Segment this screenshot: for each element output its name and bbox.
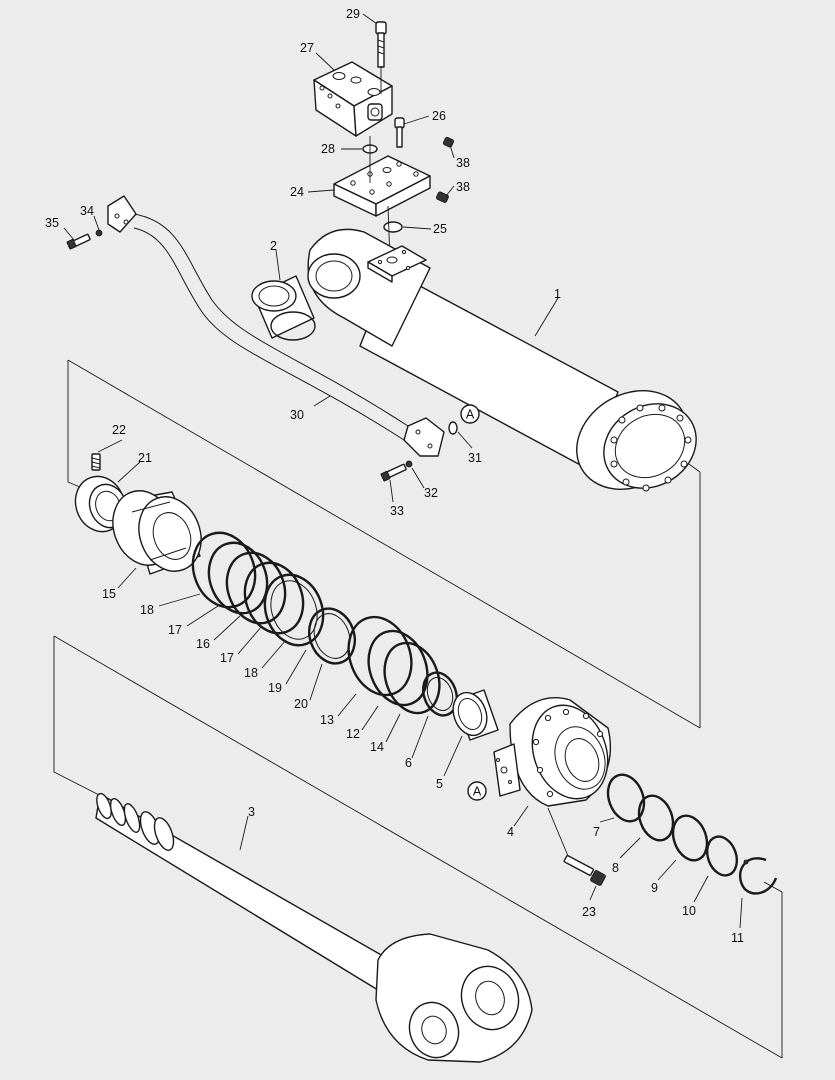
piston-seal-stack <box>191 531 356 665</box>
part-1-cylinder-tube <box>307 228 697 492</box>
callout-5: 5 <box>436 777 443 791</box>
callout-10: 10 <box>682 904 696 918</box>
part-3-piston-rod <box>95 792 533 1063</box>
part-33-bolt <box>380 463 407 482</box>
part-22-set-screw <box>91 453 101 471</box>
part-38-plug-lower <box>436 191 449 203</box>
part-27-valve-block <box>313 61 393 137</box>
head-seal-rings <box>347 615 441 715</box>
callout-34: 34 <box>80 204 94 218</box>
explosion-boundary-lines <box>53 359 783 1059</box>
rod-seals <box>606 773 778 895</box>
callout-16: 16 <box>196 637 210 651</box>
part-30-pipe <box>107 195 445 457</box>
callout-6: 6 <box>405 756 412 770</box>
callout-18-lower: 18 <box>244 666 258 680</box>
callout-21: 21 <box>138 451 152 465</box>
callout-12: 12 <box>346 727 360 741</box>
part-6-ring <box>421 671 459 717</box>
callout-leaders <box>63 13 743 929</box>
callout-23: 23 <box>582 905 596 919</box>
part-15-piston <box>112 490 202 575</box>
callout-33: 33 <box>390 504 404 518</box>
part-35-bolt <box>66 233 91 250</box>
callout-38-lower: 38 <box>456 180 470 194</box>
part-4-rod-cover <box>493 697 612 807</box>
callout-1: 1 <box>554 287 561 301</box>
callout-14: 14 <box>370 740 384 754</box>
reference-mark-a-lower: A <box>467 781 487 801</box>
part-31-o-ring <box>448 421 458 435</box>
callout-17-lower: 17 <box>220 651 234 665</box>
callout-18-upper: 18 <box>140 603 154 617</box>
part-32-washer <box>405 460 413 468</box>
part-34-washer <box>95 229 103 237</box>
callout-25: 25 <box>433 222 447 236</box>
callout-19: 19 <box>268 681 282 695</box>
callout-2: 2 <box>270 239 277 253</box>
callout-30: 30 <box>290 408 304 422</box>
callout-11: 11 <box>731 931 744 945</box>
callout-32: 32 <box>424 486 438 500</box>
part-29-bolt <box>375 21 387 68</box>
svg-text:A: A <box>473 785 482 799</box>
callout-26: 26 <box>432 109 446 123</box>
callout-20: 20 <box>294 697 308 711</box>
part-24-manifold-plate <box>333 155 431 217</box>
callout-27: 27 <box>300 41 314 55</box>
callout-labels: 29 27 26 28 38 38 24 25 2 1 34 35 30 31 … <box>45 7 744 945</box>
part-25-o-ring <box>383 221 403 233</box>
svg-text:A: A <box>466 408 475 422</box>
part-2-bushing <box>251 275 316 341</box>
callout-8: 8 <box>612 861 619 875</box>
callout-35: 35 <box>45 216 59 230</box>
callout-28: 28 <box>321 142 335 156</box>
callout-13: 13 <box>320 713 334 727</box>
callout-22: 22 <box>112 423 126 437</box>
callout-15: 15 <box>102 587 116 601</box>
part-5-bushing <box>452 689 499 741</box>
callout-7: 7 <box>593 825 600 839</box>
part-38-plug-upper <box>442 136 454 148</box>
callout-38-upper: 38 <box>456 156 470 170</box>
reference-mark-a-upper: A <box>460 404 480 424</box>
part-26-bolt <box>394 117 405 148</box>
callout-4: 4 <box>507 825 514 839</box>
part-23-bolt <box>563 854 606 886</box>
callout-17-upper: 17 <box>168 623 182 637</box>
callout-29: 29 <box>346 7 360 21</box>
callout-9: 9 <box>651 881 658 895</box>
callout-24: 24 <box>290 185 304 199</box>
callout-3: 3 <box>248 805 255 819</box>
callout-31: 31 <box>468 451 482 465</box>
